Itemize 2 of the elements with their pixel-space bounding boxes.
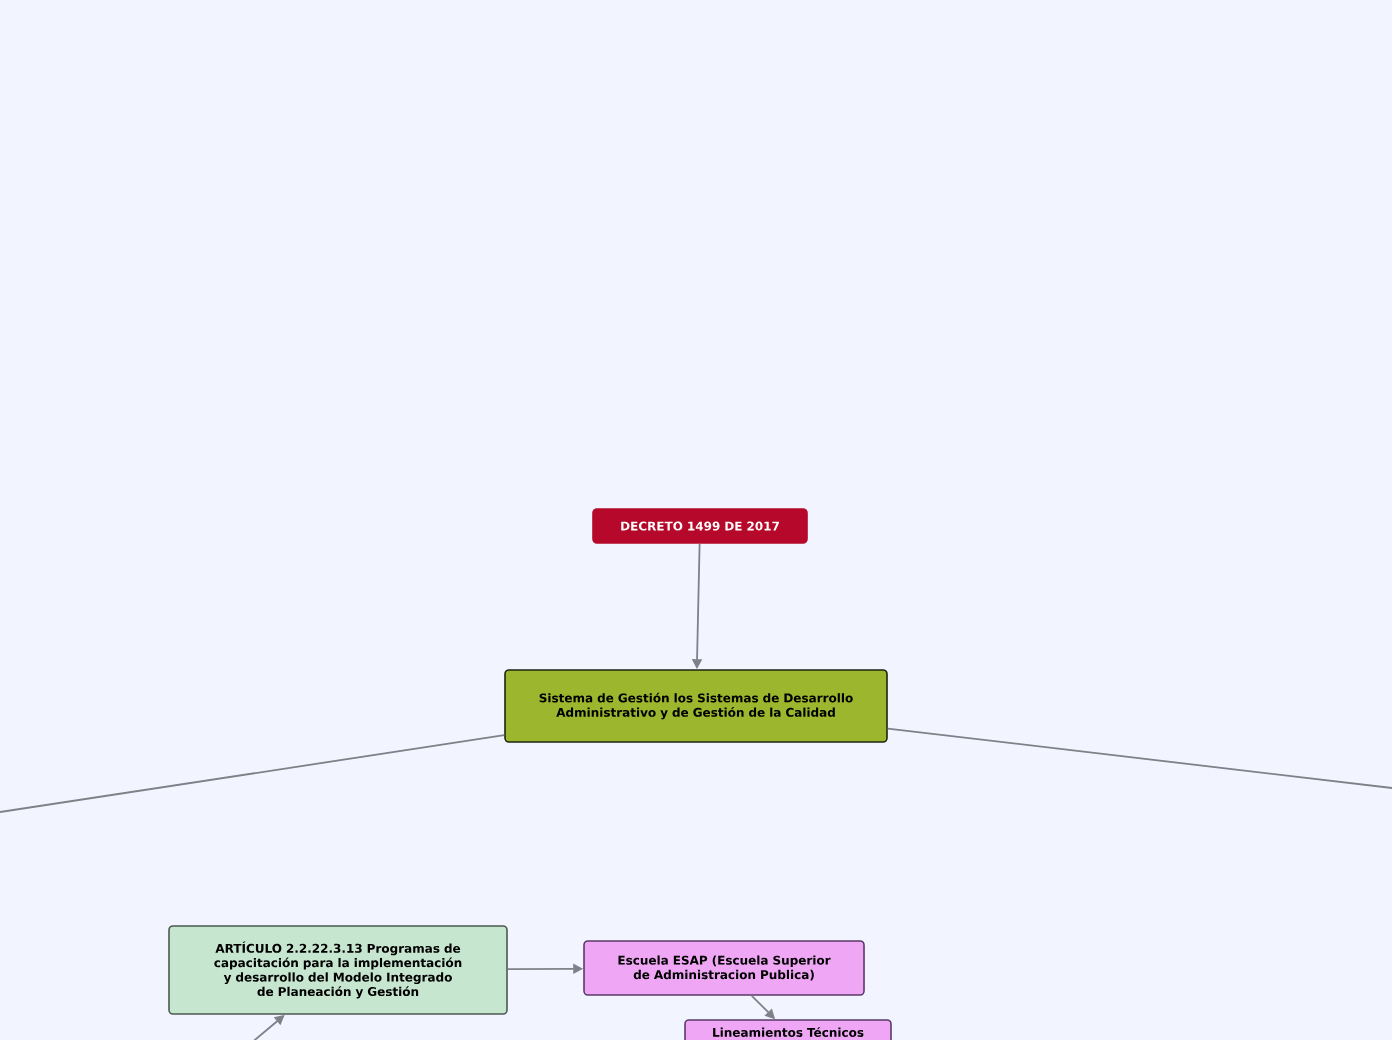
connector [0,734,506,813]
connector [886,727,1392,789]
